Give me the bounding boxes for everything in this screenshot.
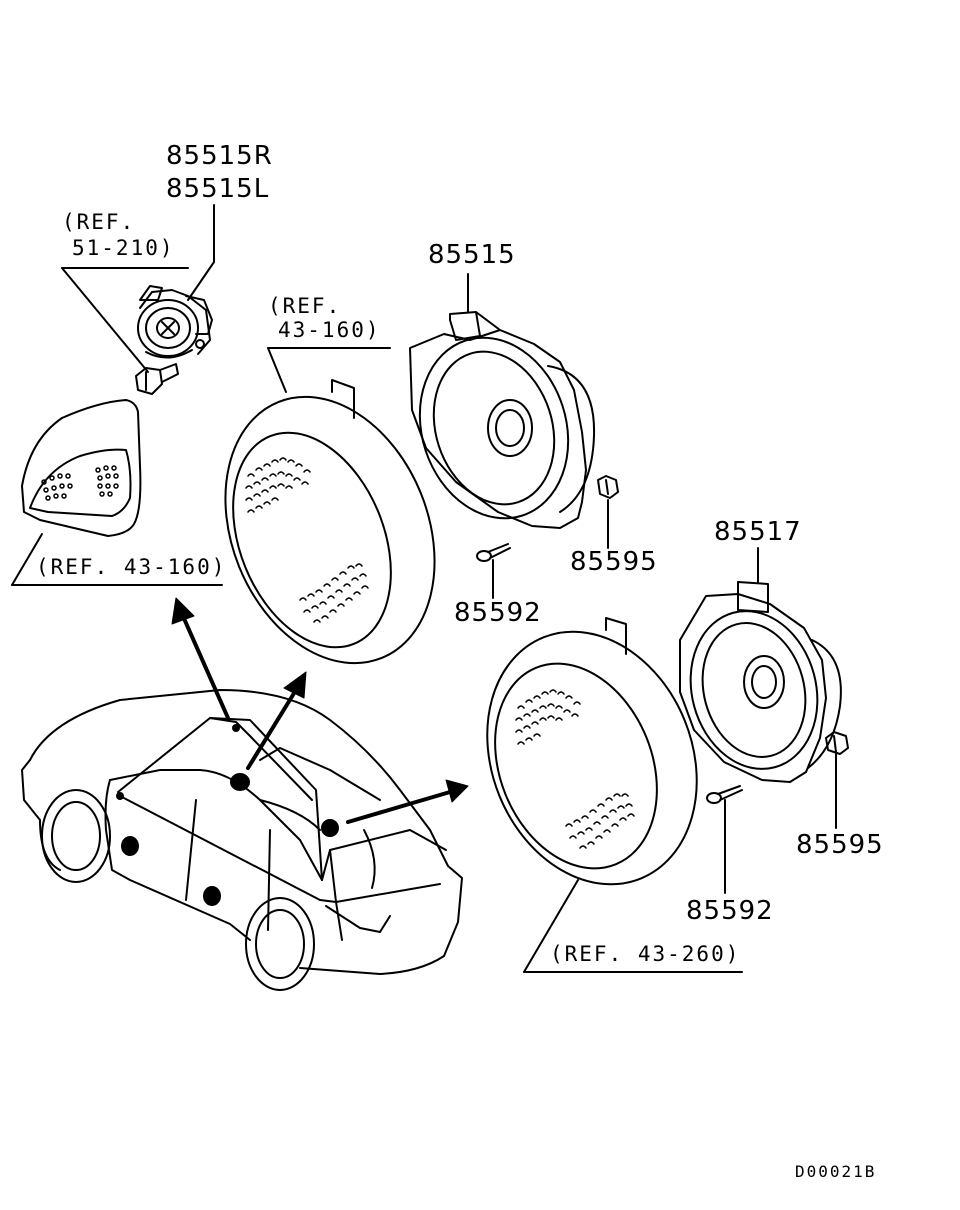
rear-speaker: [673, 582, 840, 783]
rear-door-grille: [451, 600, 734, 916]
speaker-locations: [117, 725, 338, 905]
rear-screw: [707, 786, 742, 803]
leader-lines: [12, 205, 836, 972]
label-tweeter-right: 85515R: [166, 141, 273, 171]
location-arrows: [172, 598, 468, 822]
label-front-speaker: 85515: [428, 240, 516, 270]
front-screw: [477, 544, 510, 561]
tweeter-bolt: [136, 364, 178, 394]
rear-clip: [826, 732, 848, 754]
label-ref-rear-grille: (REF. 43-260): [550, 942, 741, 966]
front-clip: [598, 476, 618, 498]
diagram-code: D00021B: [795, 1162, 877, 1181]
tweeter-unit: [138, 286, 212, 358]
label-ref-tweeter: (REF.: [62, 210, 136, 234]
label-tweeter-left: 85515L: [166, 174, 270, 204]
label-rear-clip: 85595: [796, 830, 884, 860]
label-ref-front-grille-num: 43-160): [278, 318, 381, 342]
label-front-clip: 85595: [570, 547, 658, 577]
label-ref-front-grille: (REF.: [268, 294, 342, 318]
front-speaker: [397, 312, 594, 538]
label-rear-screw: 85592: [686, 896, 774, 926]
pillar-garnish: [22, 400, 140, 536]
label-ref-tweeter-num: 51-210): [72, 236, 175, 260]
label-ref-pillar: (REF. 43-160): [36, 555, 227, 579]
label-rear-speaker: 85517: [714, 517, 802, 547]
label-front-screw: 85592: [454, 598, 542, 628]
vehicle-outline: [22, 690, 462, 990]
front-door-grille: [187, 365, 472, 694]
